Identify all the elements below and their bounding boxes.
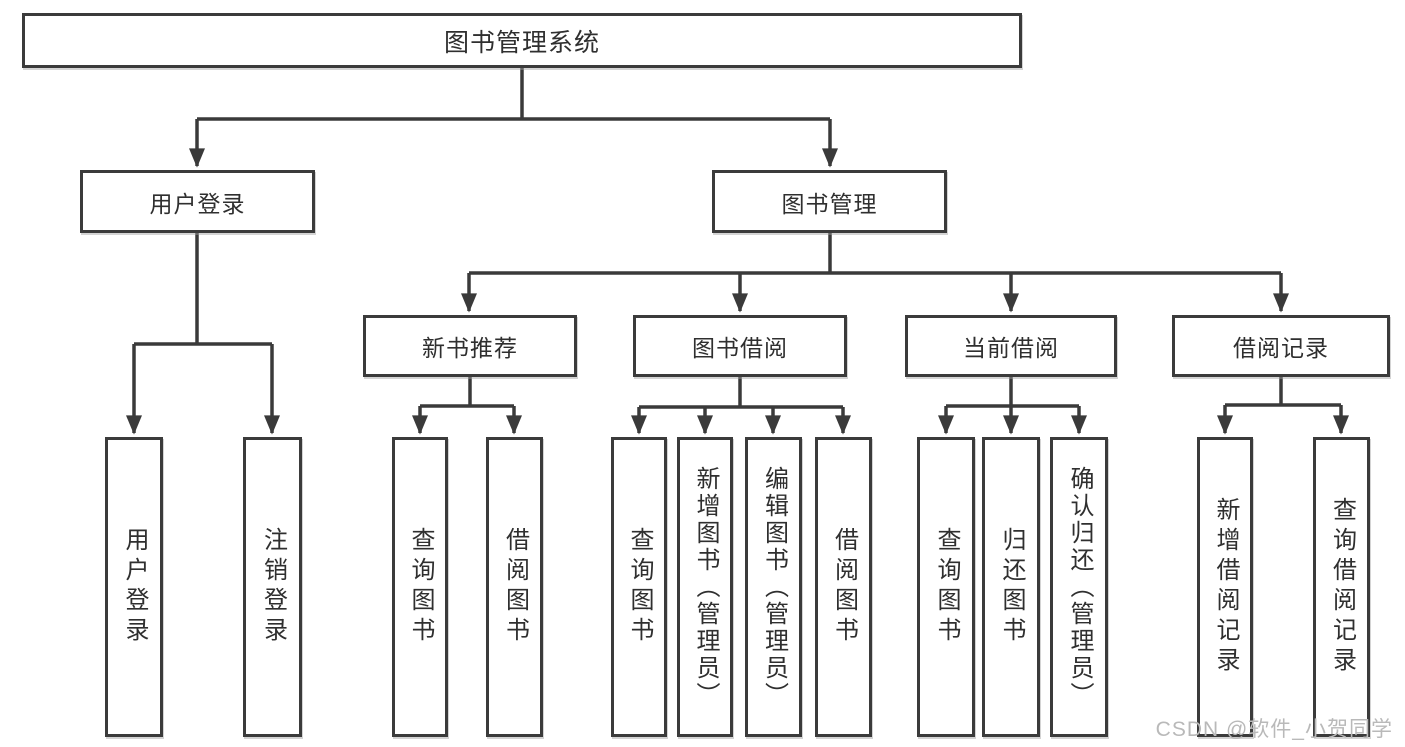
node-borrowing-records: 借阅记录 [1172,315,1390,377]
leaf-borrow-books: 借阅图书 [815,437,872,737]
leaf-return-books: 归还图书 [982,437,1040,737]
leaf-query-books-borrow: 查询图书 [611,437,667,737]
leaf-query-books-current: 查询图书 [917,437,975,737]
leaf-edit-books-admin: 编辑图书（管理员） [745,437,802,737]
leaf-logout: 注销登录 [243,437,302,737]
node-book-management: 图书管理 [712,170,947,233]
leaf-borrow-books-recommend: 借阅图书 [486,437,543,737]
node-new-book-recommendation: 新书推荐 [363,315,577,377]
node-current-borrowing: 当前借阅 [905,315,1117,377]
leaf-add-borrow-record: 新增借阅记录 [1197,437,1253,737]
node-book-borrowing: 图书借阅 [633,315,847,377]
leaf-query-borrow-record: 查询借阅记录 [1313,437,1370,737]
leaf-query-books-recommend: 查询图书 [392,437,448,737]
leaf-add-books-admin: 新增图书（管理员） [677,437,733,737]
node-user-login: 用户登录 [80,170,315,233]
leaf-confirm-return-admin: 确认归还（管理员） [1050,437,1108,737]
node-root: 图书管理系统 [22,13,1022,68]
csdn-watermark: CSDN @软件_小贺同学 [1155,718,1393,741]
leaf-user-login: 用户登录 [105,437,163,737]
